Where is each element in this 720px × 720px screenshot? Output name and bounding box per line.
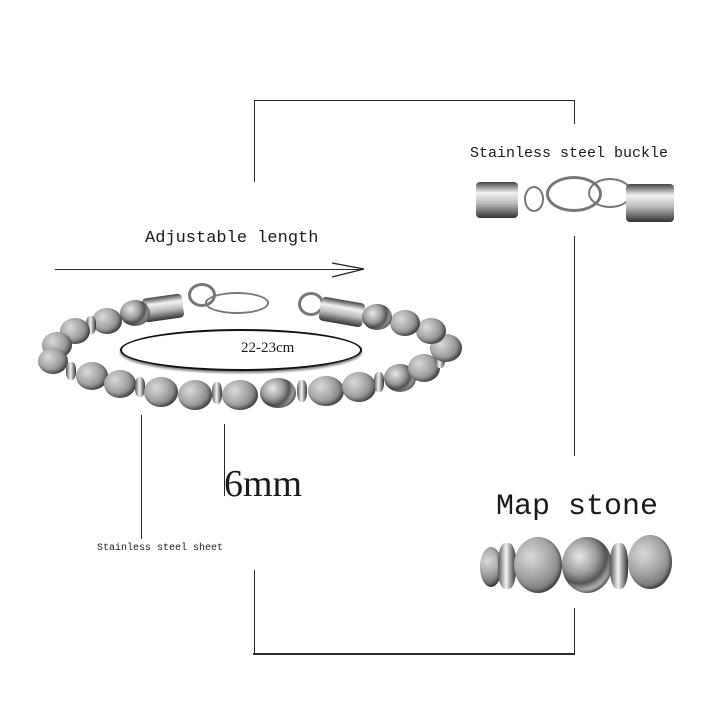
bead [76, 362, 108, 390]
bead [562, 537, 612, 593]
bracelet-chain [205, 292, 269, 314]
bead [628, 535, 672, 589]
bead [362, 304, 392, 330]
bead [222, 380, 258, 410]
frame-right-top-line [574, 100, 575, 124]
frame-right-mid-line [574, 236, 575, 456]
bead [514, 537, 562, 593]
bead [120, 300, 150, 326]
bead [390, 310, 420, 336]
spacer [374, 372, 384, 392]
sheet-pointer-line [141, 415, 142, 539]
arrow-right-icon [331, 262, 365, 278]
bead [308, 376, 344, 406]
bead-size-pointer-line [224, 424, 225, 496]
size-ellipse [120, 329, 362, 371]
bead [480, 547, 502, 587]
buckle-jump-ring [524, 186, 544, 212]
stone-label: Map stone [496, 490, 659, 524]
sheet-label: Stainless steel sheet [97, 543, 224, 554]
frame-right-bottom-line [574, 608, 575, 654]
buckle-end-cap-left [476, 182, 518, 218]
spacer [498, 543, 516, 589]
spacer [66, 362, 76, 380]
map-stone-closeup-image [480, 535, 675, 605]
spacer [212, 382, 222, 404]
bead [38, 348, 68, 374]
spacer [297, 380, 307, 402]
buckle-image [476, 174, 676, 226]
bead [144, 377, 178, 407]
spacer [86, 316, 96, 334]
length-label: Adjustable length [145, 229, 319, 248]
bead [416, 318, 446, 344]
spacer [610, 543, 628, 589]
bead [104, 370, 136, 398]
length-arrow-line [55, 269, 363, 270]
size-label: 22-23cm [241, 340, 295, 356]
frame-top-line [254, 100, 575, 101]
buckle-label: Stainless steel buckle [470, 145, 669, 162]
buckle-end-cap-right [626, 184, 674, 222]
bead-size-label: 6mm [224, 463, 303, 505]
bead [342, 372, 376, 402]
frame-left-bottom-line [254, 570, 255, 654]
bead [92, 308, 122, 334]
bead [260, 378, 296, 408]
bracelet-end-cap-right [318, 296, 366, 328]
frame-left-top-line [254, 100, 255, 182]
frame-bottom-line [253, 653, 575, 655]
spacer [135, 377, 145, 397]
bead [178, 380, 212, 410]
